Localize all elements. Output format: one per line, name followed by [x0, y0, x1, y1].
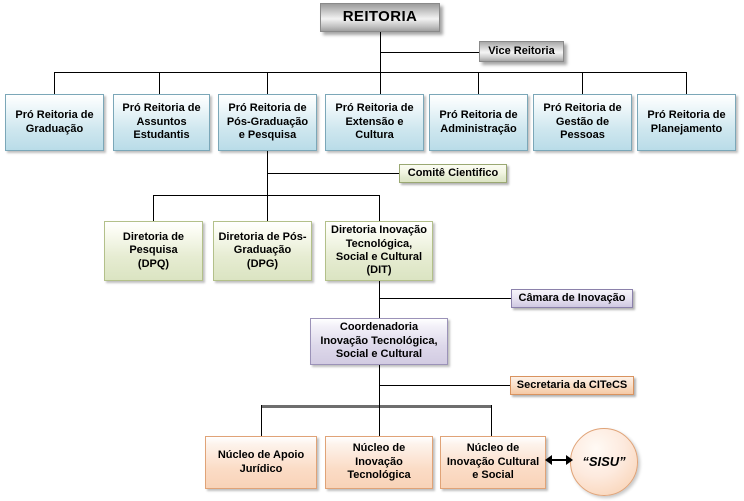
node-pro-reitoria-assuntos-estudantis[interactable]: Pró Reitoria de Assuntos Estudantis — [113, 94, 210, 151]
connector-drop-apoio-juridico — [261, 405, 262, 436]
node-reitoria[interactable]: REITORIA — [320, 3, 440, 32]
connector-coordenadoria-stem — [379, 365, 380, 407]
bidirectional-arrow-nucleo-sisu — [545, 455, 573, 465]
connector-drop-dpq — [153, 195, 154, 221]
connector-drop-extensao — [380, 72, 381, 94]
node-pro-reitoria-graduacao[interactable]: Pró Reitoria de Graduação — [5, 94, 104, 151]
node-diretoria-inovacao-dit[interactable]: Diretoria Inovação Tecnológica, Social e… — [325, 221, 433, 281]
node-diretoria-pos-graduacao-dpg[interactable]: Diretoria de Pós- Graduação (DPG) — [213, 221, 312, 281]
connector-drop-assuntos — [159, 72, 160, 94]
node-pro-reitoria-administracao[interactable]: Pró Reitoria de Administração — [429, 94, 528, 151]
connector-drop-graduacao — [54, 72, 55, 94]
connector-drop-administracao — [478, 72, 479, 94]
connector-posgrad-to-comite — [267, 173, 399, 174]
node-vice-reitoria[interactable]: Vice Reitoria — [479, 41, 564, 62]
connector-drop-dpg — [267, 195, 268, 221]
connector-drop-dit — [379, 195, 380, 221]
connector-coordenadoria-to-secretaria — [379, 385, 510, 386]
node-nucleo-inovacao-tecnologica[interactable]: Núcleo de Inovação Tecnológica — [325, 436, 433, 489]
connector-drop-planejamento — [686, 72, 687, 94]
node-pro-reitoria-planejamento[interactable]: Pró Reitoria de Planejamento — [637, 94, 736, 151]
connector-drop-inovacao-tecnologica — [379, 405, 380, 436]
node-pro-reitoria-gestao-pessoas[interactable]: Pró Reitoria de Gestão de Pessoas — [533, 94, 632, 151]
connector-top-bus — [54, 72, 686, 73]
node-camara-inovacao[interactable]: Câmara de Inovação — [511, 289, 633, 308]
arrow-head-left-icon — [545, 455, 552, 465]
node-coordenadoria-inovacao[interactable]: Coordenadoria Inovação Tecnológica, Soci… — [310, 318, 448, 365]
connector-reitoria-to-vice — [380, 52, 479, 53]
node-sisu[interactable]: “SISU” — [570, 428, 638, 496]
node-nucleo-apoio-juridico[interactable]: Núcleo de Apoio Jurídico — [205, 436, 317, 489]
node-pro-reitoria-pos-graduacao-pesquisa[interactable]: Pró Reitoria de Pós-Graduação e Pesquisa — [218, 94, 317, 151]
node-nucleo-inovacao-cultural-social[interactable]: Núcleo de Inovação Cultural e Social — [440, 436, 546, 489]
arrow-shaft — [552, 459, 566, 461]
node-pro-reitoria-extensao-cultura[interactable]: Pró Reitoria de Extensão e Cultura — [325, 94, 424, 151]
node-secretaria-citecs[interactable]: Secretaria da CITeCS — [510, 376, 634, 395]
connector-drop-gestao — [582, 72, 583, 94]
arrow-head-right-icon — [566, 455, 573, 465]
connector-dit-to-camara — [379, 298, 511, 299]
connector-nucleo-bus — [261, 405, 492, 408]
node-diretoria-pesquisa-dpq[interactable]: Diretoria de Pesquisa (DPQ) — [104, 221, 203, 281]
connector-dit-stem — [379, 281, 380, 319]
connector-posgrad-stem — [267, 151, 268, 221]
connector-drop-inovacao-cultural — [491, 405, 492, 436]
connector-diretoria-bus — [153, 195, 379, 196]
node-comite-cientifico[interactable]: Comitê Cientifico — [399, 164, 507, 183]
connector-drop-pos-graduacao — [267, 72, 268, 94]
